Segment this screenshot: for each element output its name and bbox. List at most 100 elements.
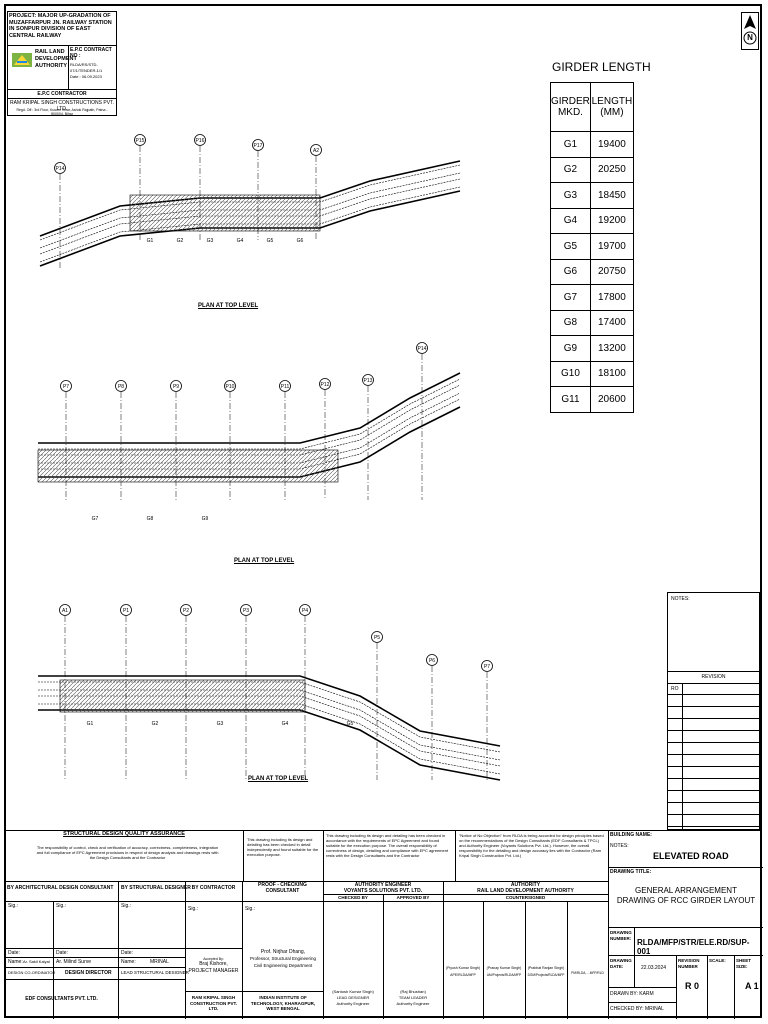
girder-length: 18450 xyxy=(589,182,634,209)
plan2-pier-p7-label: P7 xyxy=(63,384,69,390)
plan3-pier-p2-label: P2 xyxy=(183,608,189,614)
plan1-pier-p15-bubble xyxy=(134,134,146,146)
scale-label: SCALE: xyxy=(709,958,726,963)
girder-length: 20750 xyxy=(589,258,634,285)
contract-no-value: RLDA/RS/STD-07/1/TENDER-1/1 xyxy=(70,62,103,73)
contractor-address: Regd. Off.: 3rd Floor, Kusum Vihar, Asho… xyxy=(16,108,108,116)
revision-label: REVISION xyxy=(701,674,726,680)
authority-name-tb: RAIL LAND DEVELOPMENT AUTHORITY xyxy=(477,888,574,894)
proof-heading: PROOF - CHECKING CONSULTANT xyxy=(258,882,307,894)
girder-table-title: GIRDER LENGTH xyxy=(552,60,651,74)
checked-by-bottom: CHECKED BY: MRINAL xyxy=(610,1006,664,1012)
revision-number-label: REVISION NUMBER xyxy=(678,958,700,969)
drawing-title-label: DRAWING TITLE: xyxy=(610,869,652,875)
plan2-pier-p8-bubble xyxy=(115,380,127,392)
plan2-road-edge xyxy=(38,384,461,456)
date-arch-1: Date: xyxy=(8,950,20,956)
plan3-pier-p6-bubble xyxy=(426,654,438,666)
accepted-by: Accepted By: xyxy=(203,957,224,961)
auth-3-role: DGM/Projects/RLDA/MFP xyxy=(527,973,565,977)
drawing-number-value: RLDA/MFP/STR/ELE.RD/SUP-001 xyxy=(637,938,750,956)
drawing-title-1: GENERAL ARRANGEMENT xyxy=(635,886,737,895)
plan3-pier-p4-label: P4 xyxy=(302,608,308,614)
rlda-logo-icon xyxy=(11,49,33,71)
sheet-size-value: A 1 xyxy=(745,981,759,991)
plan3-road-edge xyxy=(38,709,501,781)
girder-mark: G11 xyxy=(550,386,591,413)
plan3-pier-p3-bubble xyxy=(240,604,252,616)
auth-4-name: PM/RLDA, ...MFP/RLD xyxy=(571,971,604,975)
girder-length: 20250 xyxy=(589,156,634,183)
plan3-pier-a1-bubble xyxy=(59,604,71,616)
plan2-girder-g8: G8 xyxy=(147,516,154,522)
north-arrow-icon xyxy=(743,15,757,45)
girder-length: 19400 xyxy=(589,131,634,158)
sig-contractor: Sig.: xyxy=(188,906,199,912)
col-girder-mkd: GIRDER MKD. xyxy=(550,82,591,132)
date-struct: Date: xyxy=(121,950,133,956)
approved-by-heading: APPROVED BY xyxy=(396,895,430,900)
contract-date: Date : 06.09.2023 xyxy=(70,74,102,79)
sheet-size-label: SHEET SIZE: xyxy=(736,958,752,969)
plan2-road-edge xyxy=(38,378,461,450)
plan3-pier-a1-label: A1 xyxy=(62,608,68,614)
plan3-pier-p2-bubble xyxy=(180,604,192,616)
by-arch-heading: BY ARCHITECTURAL DESIGN CONSULTANT xyxy=(7,885,114,891)
building-name-value: ELEVATED ROAD xyxy=(653,851,729,861)
auth-2-role: AM/Projects/RLDA/MFP xyxy=(486,973,522,977)
contractor-firm: RAM KRIPAL SINGH CONSTRUCTION PVT. LTD. xyxy=(189,995,237,1011)
girder-mark: G9 xyxy=(550,335,591,362)
plan2-pier-p7-bubble xyxy=(60,380,72,392)
plan3-girder-g1: G1 xyxy=(87,721,94,727)
plan3-pier-p7-bubble xyxy=(481,660,493,672)
by-struct-heading: BY STRUCTURAL DESIGNER xyxy=(121,885,191,891)
auth-3-name: (Prabhat Ranjan Singh) xyxy=(527,966,565,970)
role-arch-2: DESIGN DIRECTOR xyxy=(65,970,112,976)
plan3-pier-p4-bubble xyxy=(299,604,311,616)
plan2-pier-p8-label: P8 xyxy=(118,384,124,390)
plan2-deck xyxy=(37,449,339,483)
auth-1-name: (Piyush Kumar Singh) xyxy=(445,966,481,970)
girder-length: 18100 xyxy=(589,360,634,387)
title-block: STRUCTURAL DESIGN QUALITY ASSURANCE The … xyxy=(4,830,763,1019)
note-proof: This drawing including its design and de… xyxy=(247,837,319,857)
plan1-caption: PLAN AT TOP LEVEL xyxy=(198,303,259,309)
plan3-pier-p7-label: P7 xyxy=(484,664,490,670)
plan3-deck xyxy=(59,679,306,713)
role-struct: LEAD STRUCTURAL DESIGNER xyxy=(121,970,189,975)
girder-mark: G8 xyxy=(550,309,591,336)
proof-role: Professor, Structural Engineering xyxy=(249,956,317,961)
plan2-pier-p10-bubble xyxy=(224,380,236,392)
sig-proof: Sig.: xyxy=(245,906,256,912)
sig-arch-1: Sig.: xyxy=(8,903,19,909)
plan2-pier-p9-bubble xyxy=(170,380,182,392)
epc-contract-label: E.P.C CONTRACT NO : xyxy=(70,47,112,59)
plan2-pier-p14-bubble xyxy=(416,342,428,354)
plan2-girder-g7: G7 xyxy=(92,516,99,522)
sdqa-text: The responsibility of control, check and… xyxy=(36,845,219,860)
plan1-girder-g2: G2 xyxy=(177,238,184,244)
plan2-pier-p12-bubble xyxy=(319,378,331,390)
girder-mark: G4 xyxy=(550,207,591,234)
drawn-by: DRAWN BY: KARM xyxy=(610,991,654,997)
plan1-pier-p16-bubble xyxy=(194,134,206,146)
checked-by-heading: CHECKED BY xyxy=(338,895,368,900)
name-label-1: Name: xyxy=(8,959,23,965)
plan3-road-edge xyxy=(38,675,501,747)
plan2-pier-p12-label: P12 xyxy=(321,382,330,388)
notes-panel: NOTES: REVISION RO xyxy=(667,592,760,830)
plan1-pier-p14-bubble xyxy=(54,162,66,174)
plan2-road-edge xyxy=(38,372,461,444)
girder-mark: G6 xyxy=(550,258,591,285)
plan1-pier-p17-label: P17 xyxy=(254,143,263,149)
by-contractor-heading: BY CONTRACTOR xyxy=(191,885,236,891)
proof-person: Prof. Nirjhar Dhang, xyxy=(260,949,306,955)
